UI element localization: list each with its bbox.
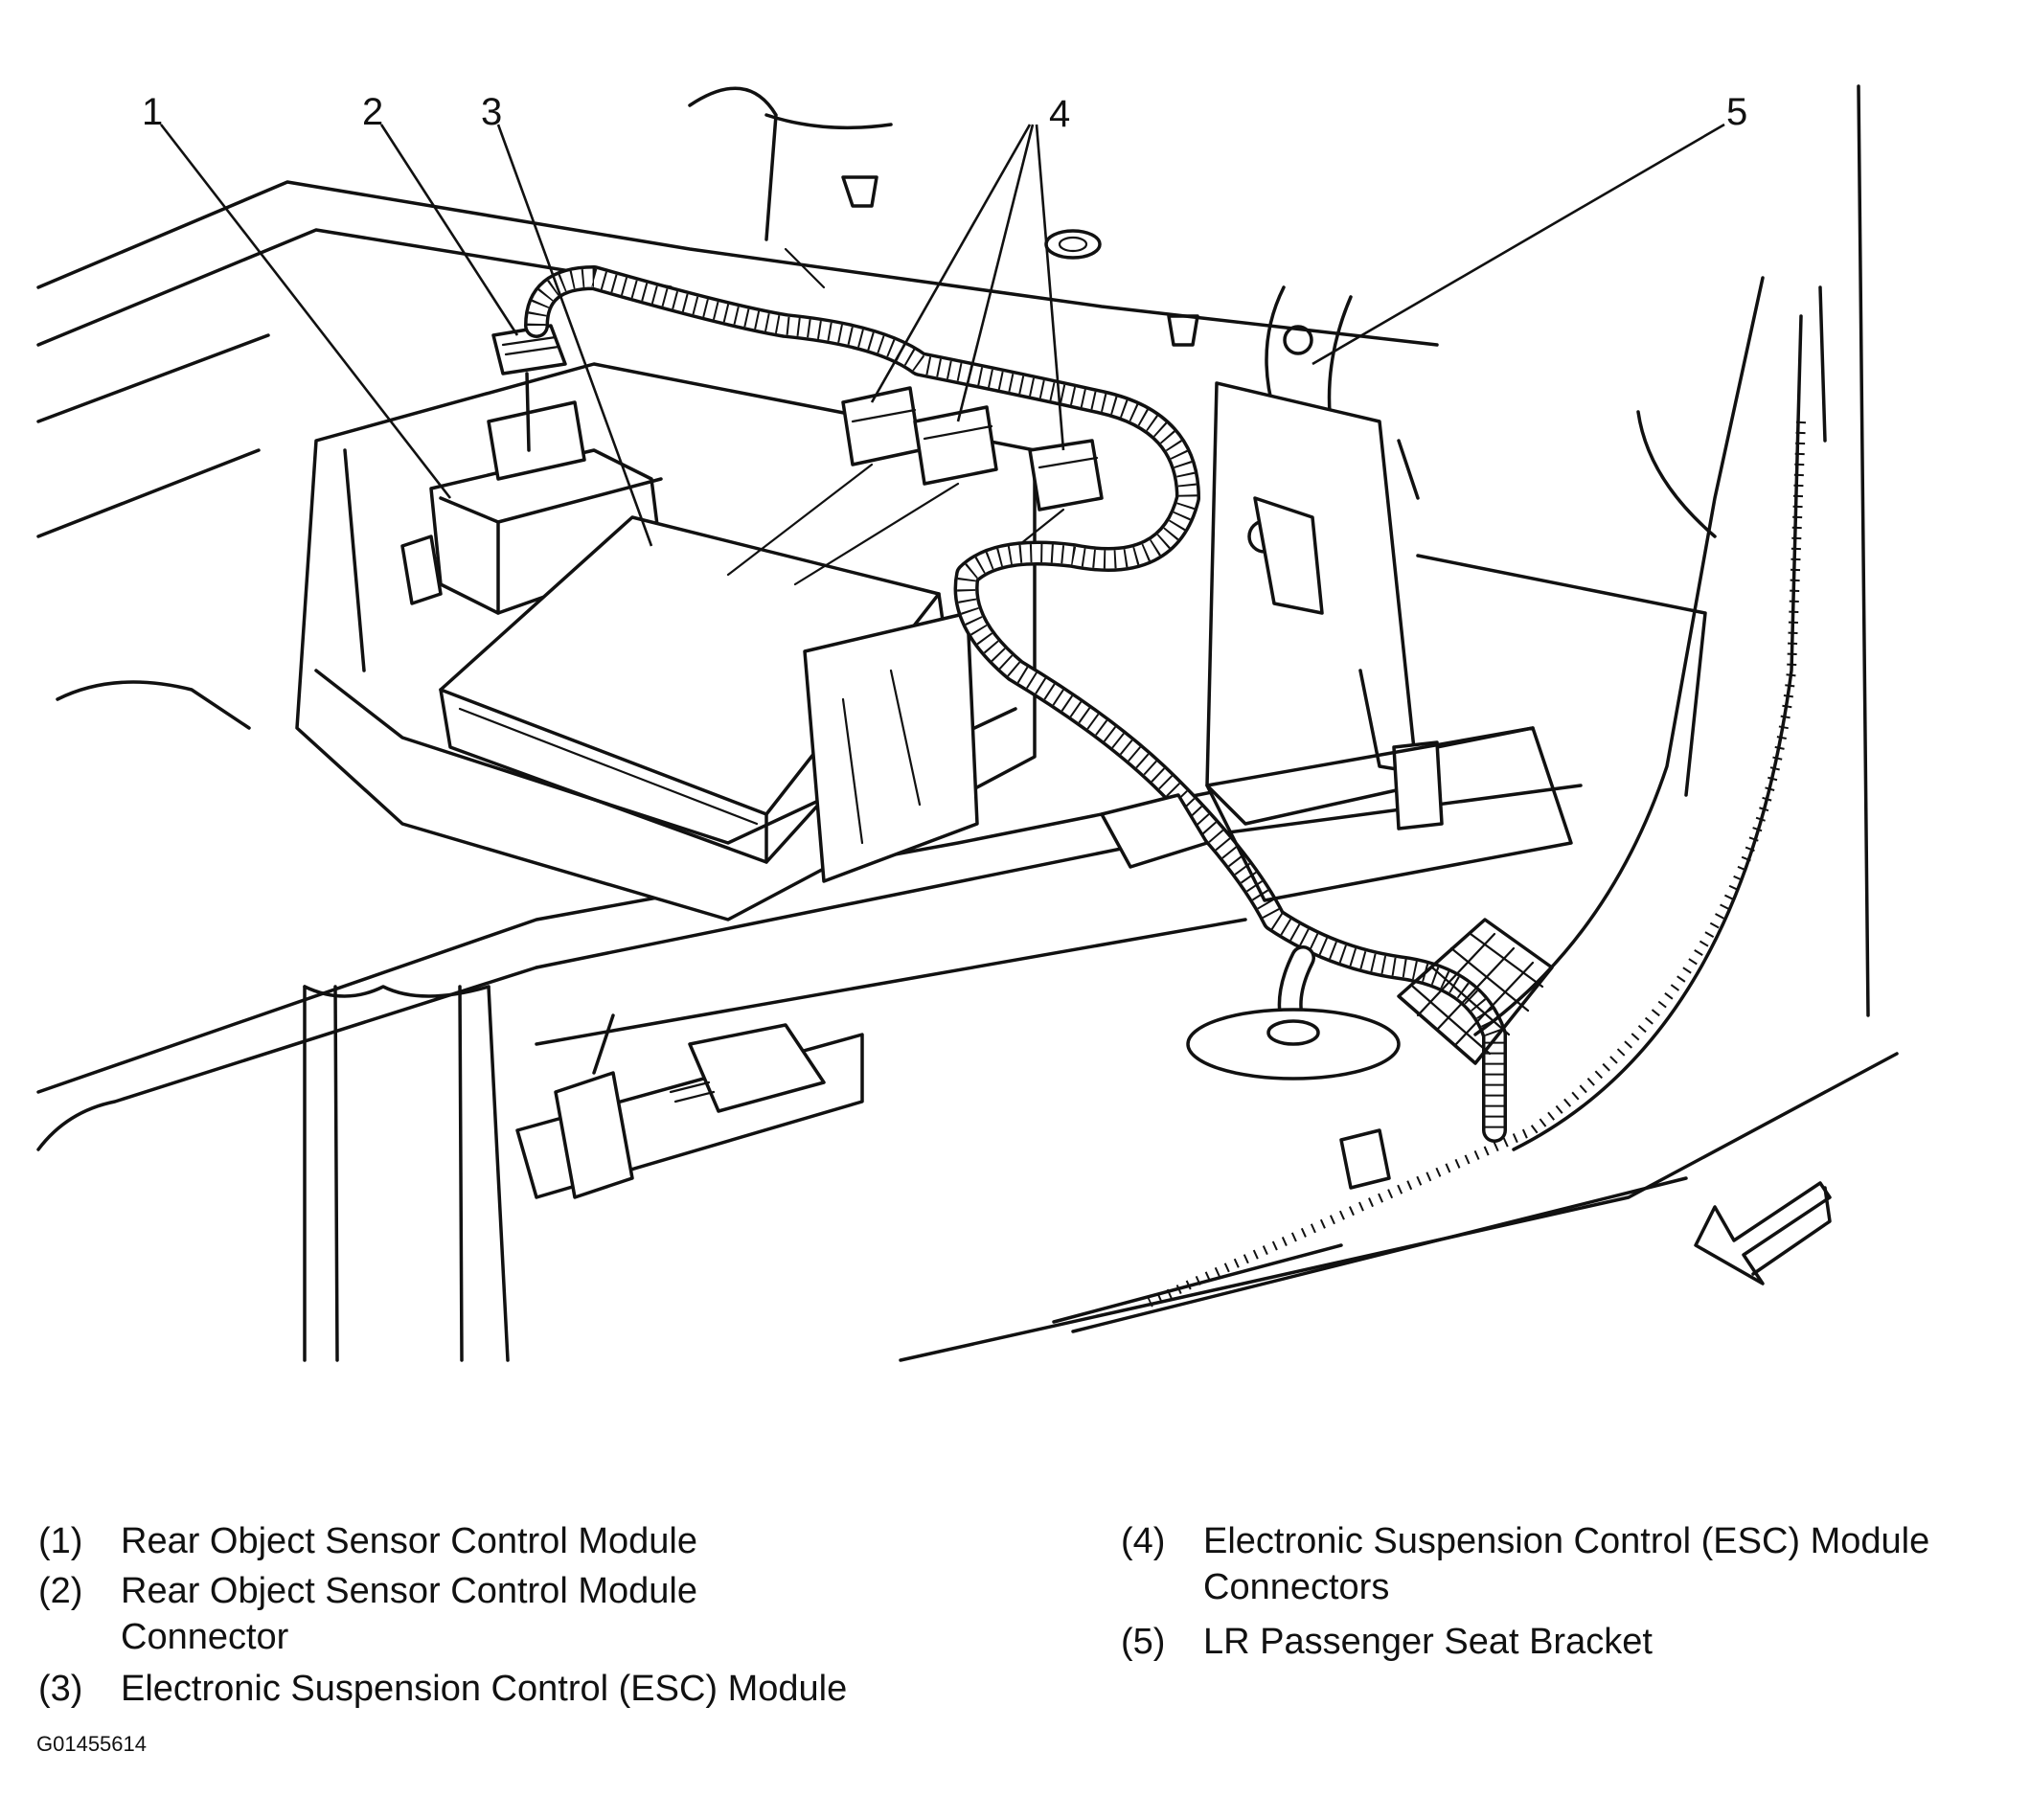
legend-number: (1)	[38, 1521, 83, 1561]
rear-object-sensor-connector-drawing	[491, 324, 567, 452]
legend-text: Electronic Suspension Control (ESC) Modu…	[1203, 1521, 1930, 1607]
component-locator-drawing: 1 2 3 4 5	[36, 84, 1899, 1362]
seat-bracket-drawing	[1205, 285, 1707, 902]
legend-number: (4)	[1121, 1521, 1166, 1561]
figure-id: G01455614	[36, 1732, 147, 1756]
callout-1: 1	[142, 91, 163, 133]
esc-connectors-drawing	[726, 386, 1104, 586]
callout-2: 2	[362, 91, 383, 133]
lower-seat-rail	[515, 1013, 864, 1199]
legend-text: Electronic Suspension Control (ESC) Modu…	[121, 1669, 848, 1709]
legend-text: LR Passenger Seat Bracket	[1203, 1622, 1653, 1662]
seat-riser-post	[303, 985, 510, 1362]
legend-text: Rear Object Sensor Control Module Connec…	[121, 1571, 697, 1657]
legend-text: Rear Object Sensor Control Module	[121, 1521, 697, 1561]
legend-number: (5)	[1121, 1622, 1166, 1662]
callout-leaders	[159, 123, 1725, 547]
wiring-harness	[524, 265, 1507, 1143]
front-direction-arrow-icon	[1694, 1181, 1832, 1285]
callout-3: 3	[481, 91, 502, 133]
callout-4: 4	[1049, 93, 1070, 135]
tray-bracket	[803, 611, 979, 883]
callout-5: 5	[1726, 91, 1747, 133]
legend-number: (3)	[38, 1669, 83, 1709]
legend-number: (2)	[38, 1571, 83, 1611]
door-opening	[1052, 84, 1870, 1324]
